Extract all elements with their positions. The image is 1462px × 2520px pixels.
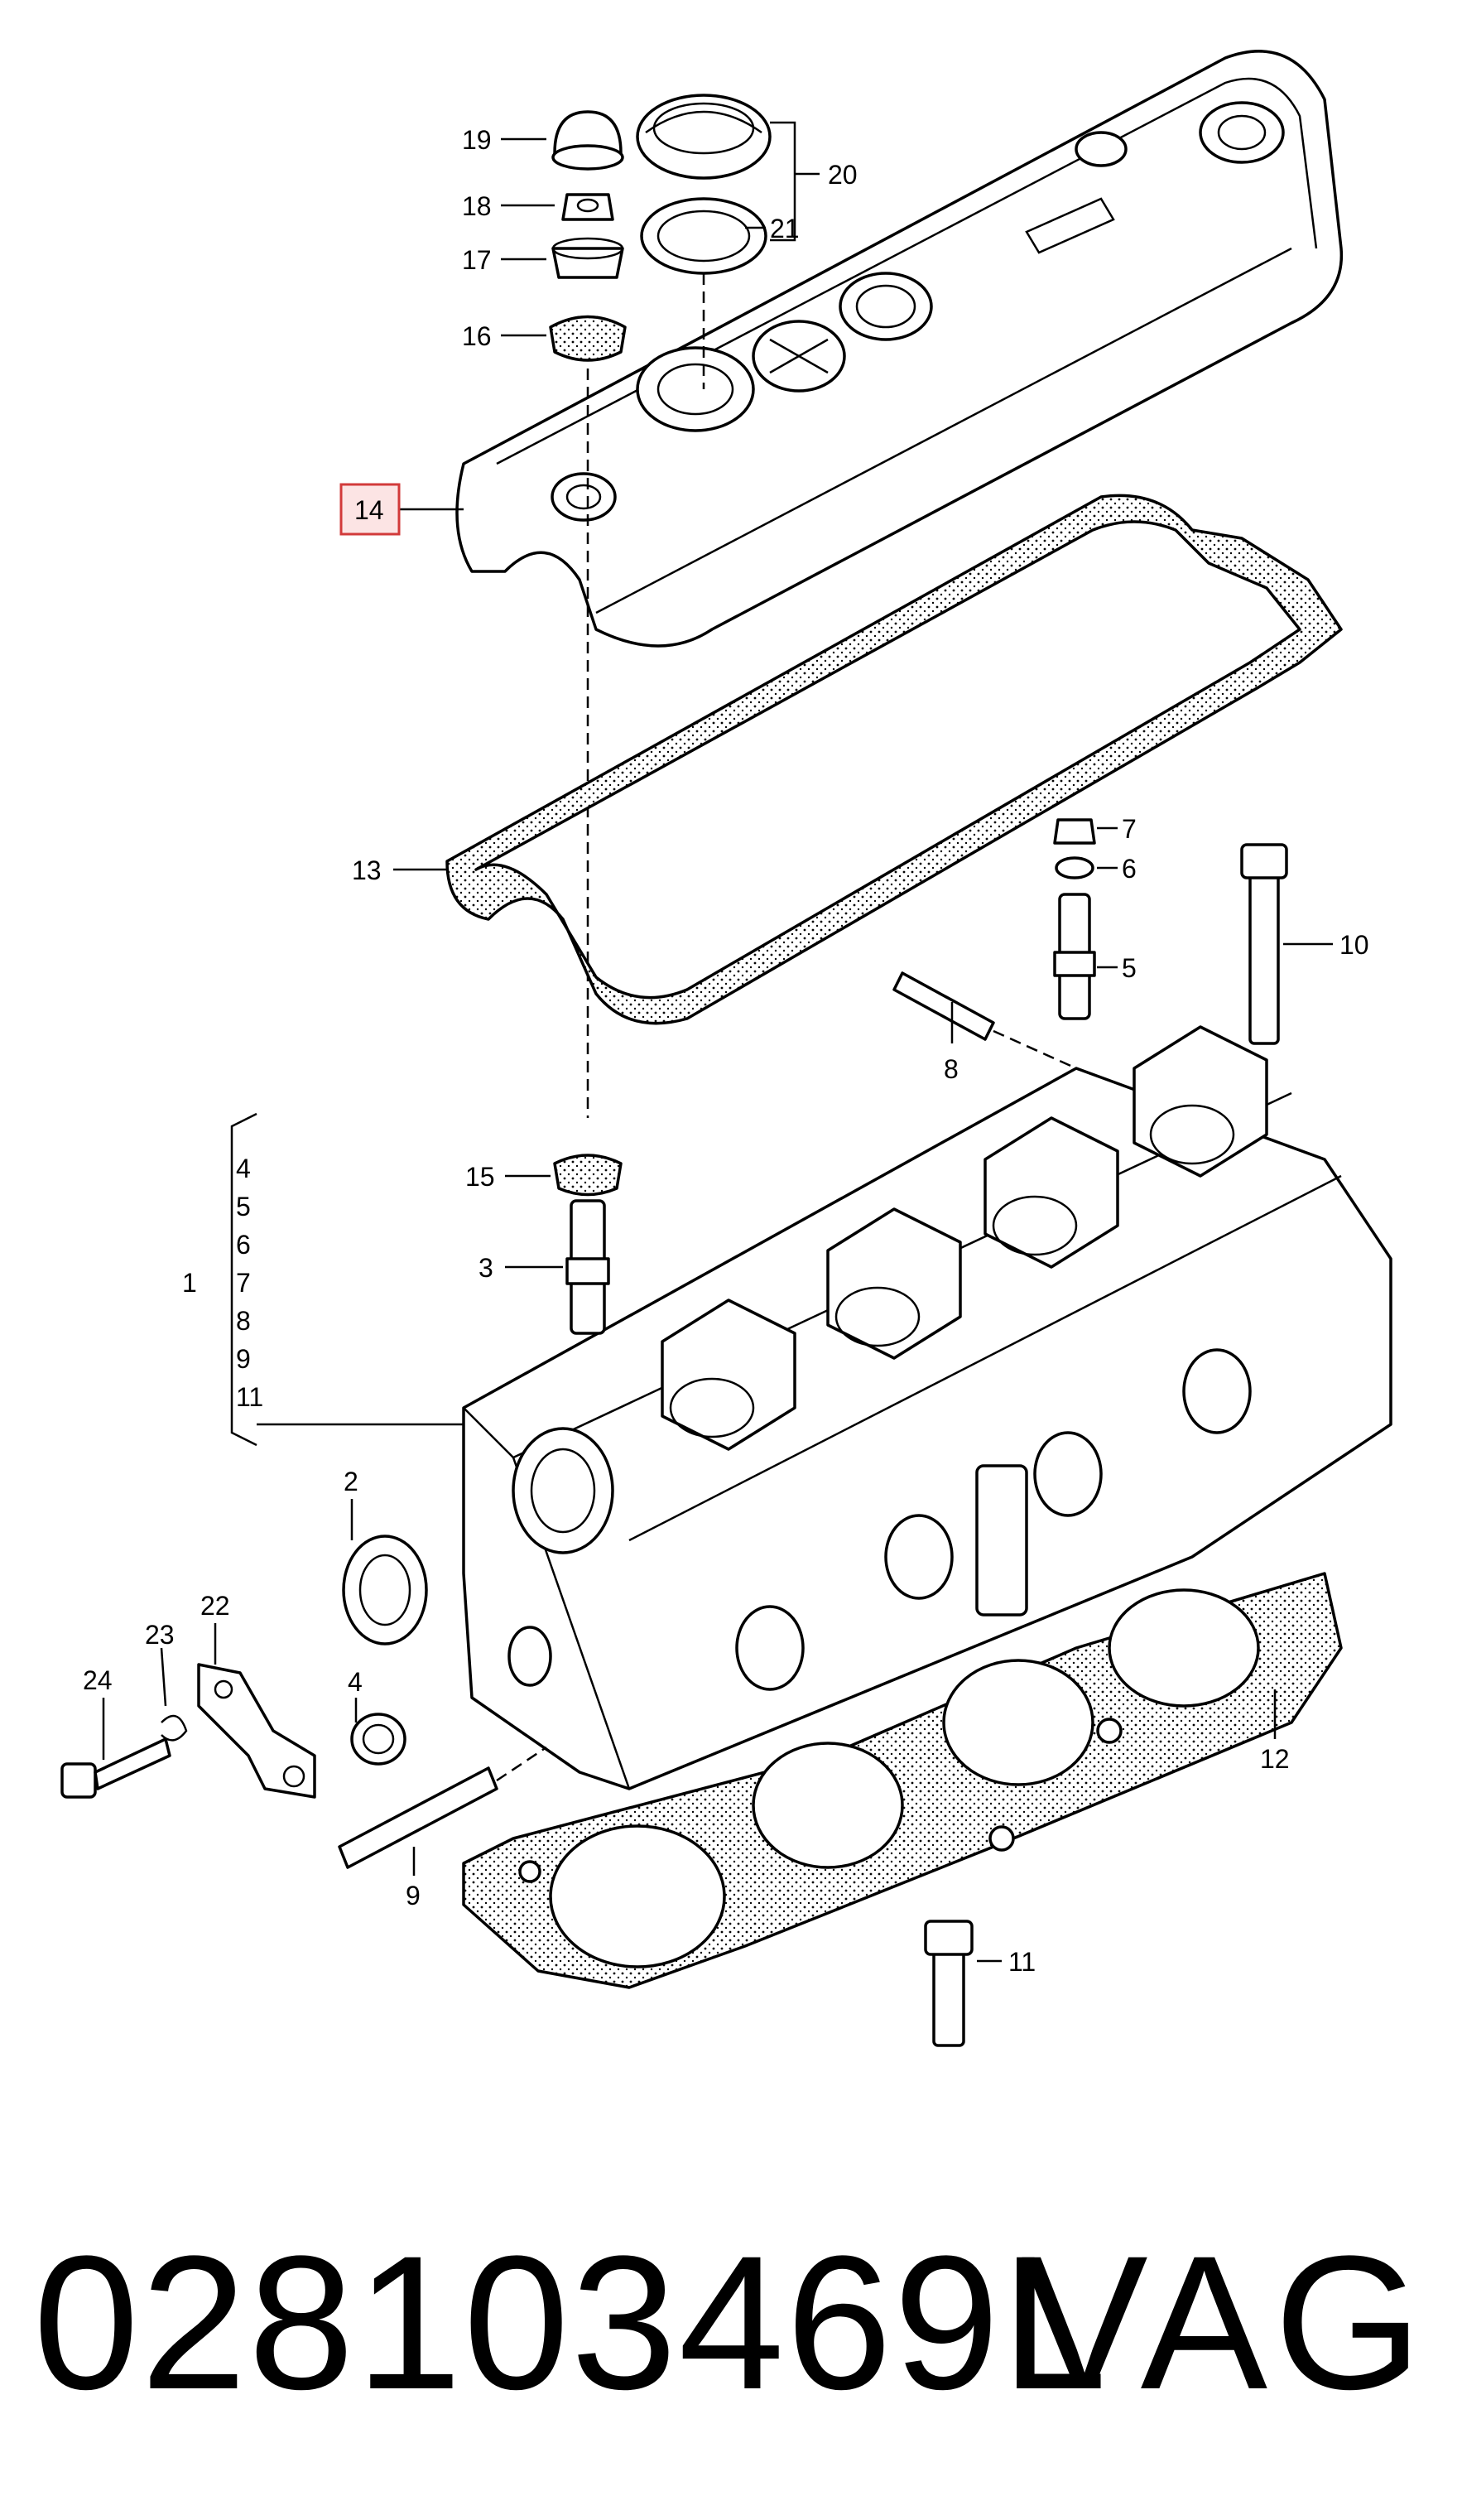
callout-11-bolt: 11 xyxy=(1008,1947,1036,1977)
callout-4-list: 4 xyxy=(236,1154,251,1183)
callout-20: 20 xyxy=(828,160,858,190)
seal-4 xyxy=(350,1713,406,1766)
callout-5-top: 5 xyxy=(1122,953,1137,983)
callout-8-list: 8 xyxy=(236,1306,251,1336)
callout-9-list: 9 xyxy=(236,1344,251,1374)
callout-8-top: 8 xyxy=(944,1054,959,1084)
callout-6-top: 6 xyxy=(1122,854,1137,884)
highlight-box xyxy=(339,483,401,536)
callout-15: 15 xyxy=(465,1162,495,1192)
grommet xyxy=(549,315,627,362)
callout-16: 16 xyxy=(462,321,492,351)
stud-9-axis xyxy=(496,1746,547,1782)
valve-cover xyxy=(455,50,1344,648)
callout-21: 21 xyxy=(770,214,800,243)
callout-labels: 19 18 17 16 14 20 21 13 7 6 5 10 8 15 3 … xyxy=(83,125,1369,1977)
valve-cover-gasket xyxy=(445,494,1343,1025)
oil-seal-2 xyxy=(342,1535,428,1645)
bracket-22 xyxy=(197,1663,316,1799)
washer-6 xyxy=(1055,856,1094,879)
callout-12: 12 xyxy=(1260,1744,1290,1774)
callout-3: 3 xyxy=(479,1253,493,1283)
callout-19: 19 xyxy=(462,125,492,155)
callout-17: 17 xyxy=(462,245,492,275)
callout-2: 2 xyxy=(344,1467,358,1496)
exploded-parts-diagram: 19 18 17 16 14 20 21 13 7 6 5 10 8 15 3 … xyxy=(60,50,1392,2047)
cylinder-head xyxy=(462,1025,1392,1790)
dome-nut-15 xyxy=(553,1154,623,1197)
callout-9-stud: 9 xyxy=(406,1881,421,1910)
brand-name: VAG xyxy=(1021,2216,1429,2429)
stud-3 xyxy=(565,1199,610,1335)
callout-14: 14 xyxy=(354,495,384,525)
clip-23 xyxy=(161,1714,188,1742)
head-bolt-10 xyxy=(1240,843,1288,1045)
callout-11-list: 11 xyxy=(236,1382,263,1412)
bolt-24 xyxy=(60,1737,171,1799)
nut xyxy=(561,193,614,221)
callout-5-list: 5 xyxy=(236,1192,251,1221)
stud-8 xyxy=(892,971,995,1041)
callout-13: 13 xyxy=(352,855,382,885)
filler-cap-seal xyxy=(640,197,767,275)
callout-10: 10 xyxy=(1339,930,1369,960)
stud-9 xyxy=(338,1766,498,1869)
callout-4-seal: 4 xyxy=(348,1667,363,1697)
leader-lines xyxy=(102,121,1333,1963)
callout-22: 22 xyxy=(200,1591,230,1621)
head-gasket xyxy=(462,1572,1343,1989)
callout-7-top: 7 xyxy=(1122,814,1137,844)
head-bolt-11 xyxy=(924,1920,974,2047)
callout-1: 1 xyxy=(182,1268,197,1298)
callout-7-list: 7 xyxy=(236,1268,251,1298)
callout-18: 18 xyxy=(462,191,492,221)
cap-nut xyxy=(551,110,624,171)
part-number: 028103469L xyxy=(33,2216,1109,2429)
callout-6-list: 6 xyxy=(236,1230,251,1260)
nut-7 xyxy=(1053,818,1096,845)
oil-filler-cap xyxy=(636,94,772,180)
callout-23: 23 xyxy=(145,1620,175,1650)
stud-8-axis xyxy=(993,1029,1077,1070)
stud-5 xyxy=(1053,893,1096,1020)
callout-24: 24 xyxy=(83,1665,113,1695)
washer xyxy=(551,237,624,279)
